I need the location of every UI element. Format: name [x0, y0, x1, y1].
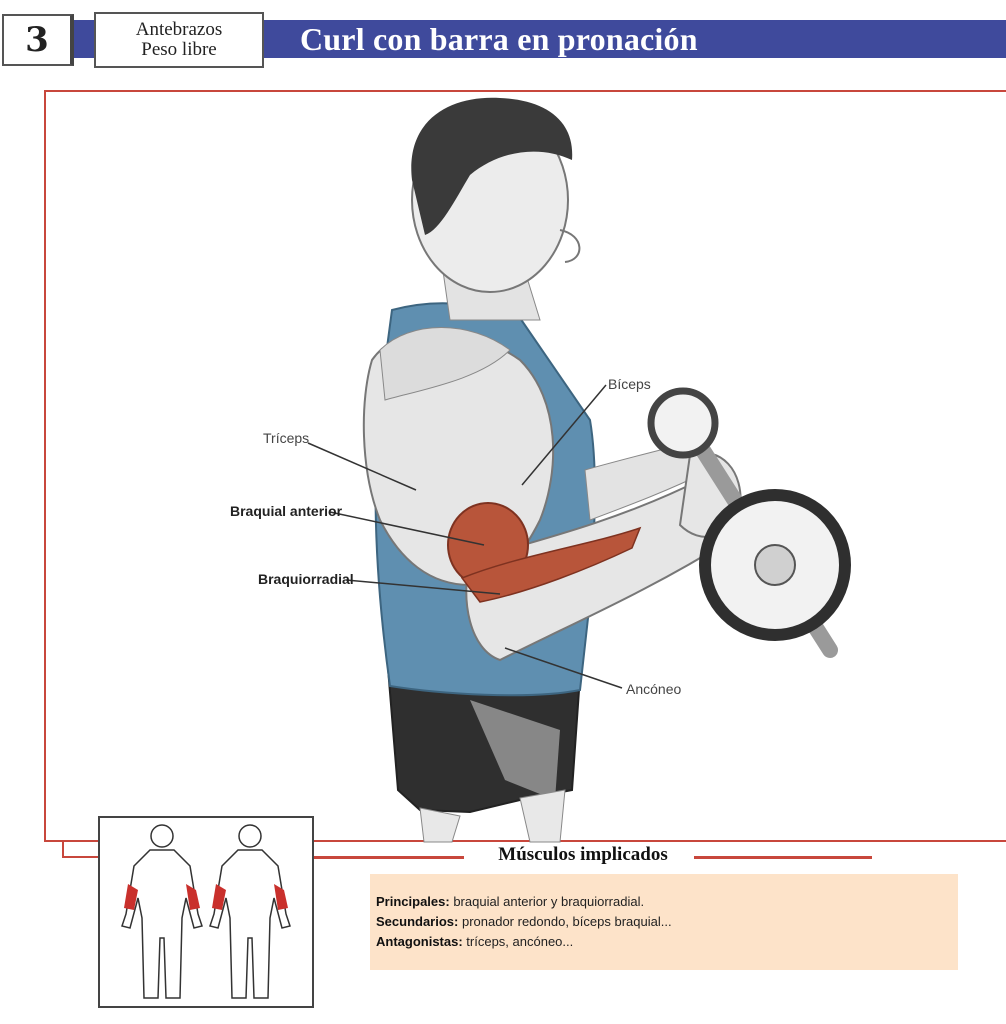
label-braquial-anterior: Braquial anterior [230, 503, 343, 519]
label-triceps: Tríceps [263, 430, 309, 446]
antagonistas-label: Antagonistas: [376, 934, 463, 949]
muscles-section-title: Músculos implicados [498, 844, 668, 865]
principales-text: braquial anterior y braquiorradial. [449, 894, 645, 909]
label-braquiorradial: Braquiorradial [258, 571, 354, 587]
secundarios-label: Secundarios: [376, 914, 459, 929]
back-left-forearm-highlight [212, 884, 226, 910]
braquiorradial-muscle [460, 526, 642, 603]
forearm [465, 478, 732, 662]
label-anconeo: Ancóneo [626, 681, 681, 697]
frame-corner-accent [62, 842, 102, 858]
antagonistas-row: Antagonistas: tríceps, ancóneo... [376, 932, 952, 952]
header-accent [74, 20, 94, 58]
legs [419, 789, 566, 843]
muscles-info-box: Principales: braquial anterior y braquio… [370, 874, 958, 970]
front-left-forearm-highlight [124, 884, 138, 910]
exercise-number: 3 [2, 14, 74, 66]
principales-row: Principales: braquial anterior y braquio… [376, 892, 952, 912]
body-silhouettes [121, 824, 291, 999]
secundarios-text: pronador redondo, bíceps braquial... [458, 914, 672, 929]
braquiorradial-leader [345, 579, 501, 595]
deltoid [379, 327, 511, 401]
braquial-anterior-leader [329, 511, 485, 546]
antagonistas-text: tríceps, ancóneo... [462, 934, 574, 949]
barbell-plate-far [647, 387, 719, 459]
biceps-leader [521, 384, 607, 486]
hair [411, 97, 573, 235]
exercise-title: Curl con barra en pronación [264, 20, 1006, 58]
category-line-1: Antebrazos [135, 19, 223, 40]
section-rule-right [694, 856, 872, 859]
category-line-2: Peso libre [141, 39, 217, 60]
front-figure [121, 824, 203, 999]
principales-label: Principales: [376, 894, 450, 909]
secundarios-row: Secundarios: pronador redondo, bíceps br… [376, 912, 952, 932]
section-rule-left [314, 856, 464, 859]
anconeo-leader [504, 647, 623, 689]
category-box: Antebrazos Peso libre [94, 12, 264, 68]
back-right-forearm-highlight [274, 884, 288, 910]
triceps-leader [307, 442, 417, 491]
body-map [98, 816, 314, 1008]
back-figure [209, 824, 291, 999]
label-biceps: Bíceps [608, 376, 651, 392]
front-right-forearm-highlight [186, 884, 200, 910]
